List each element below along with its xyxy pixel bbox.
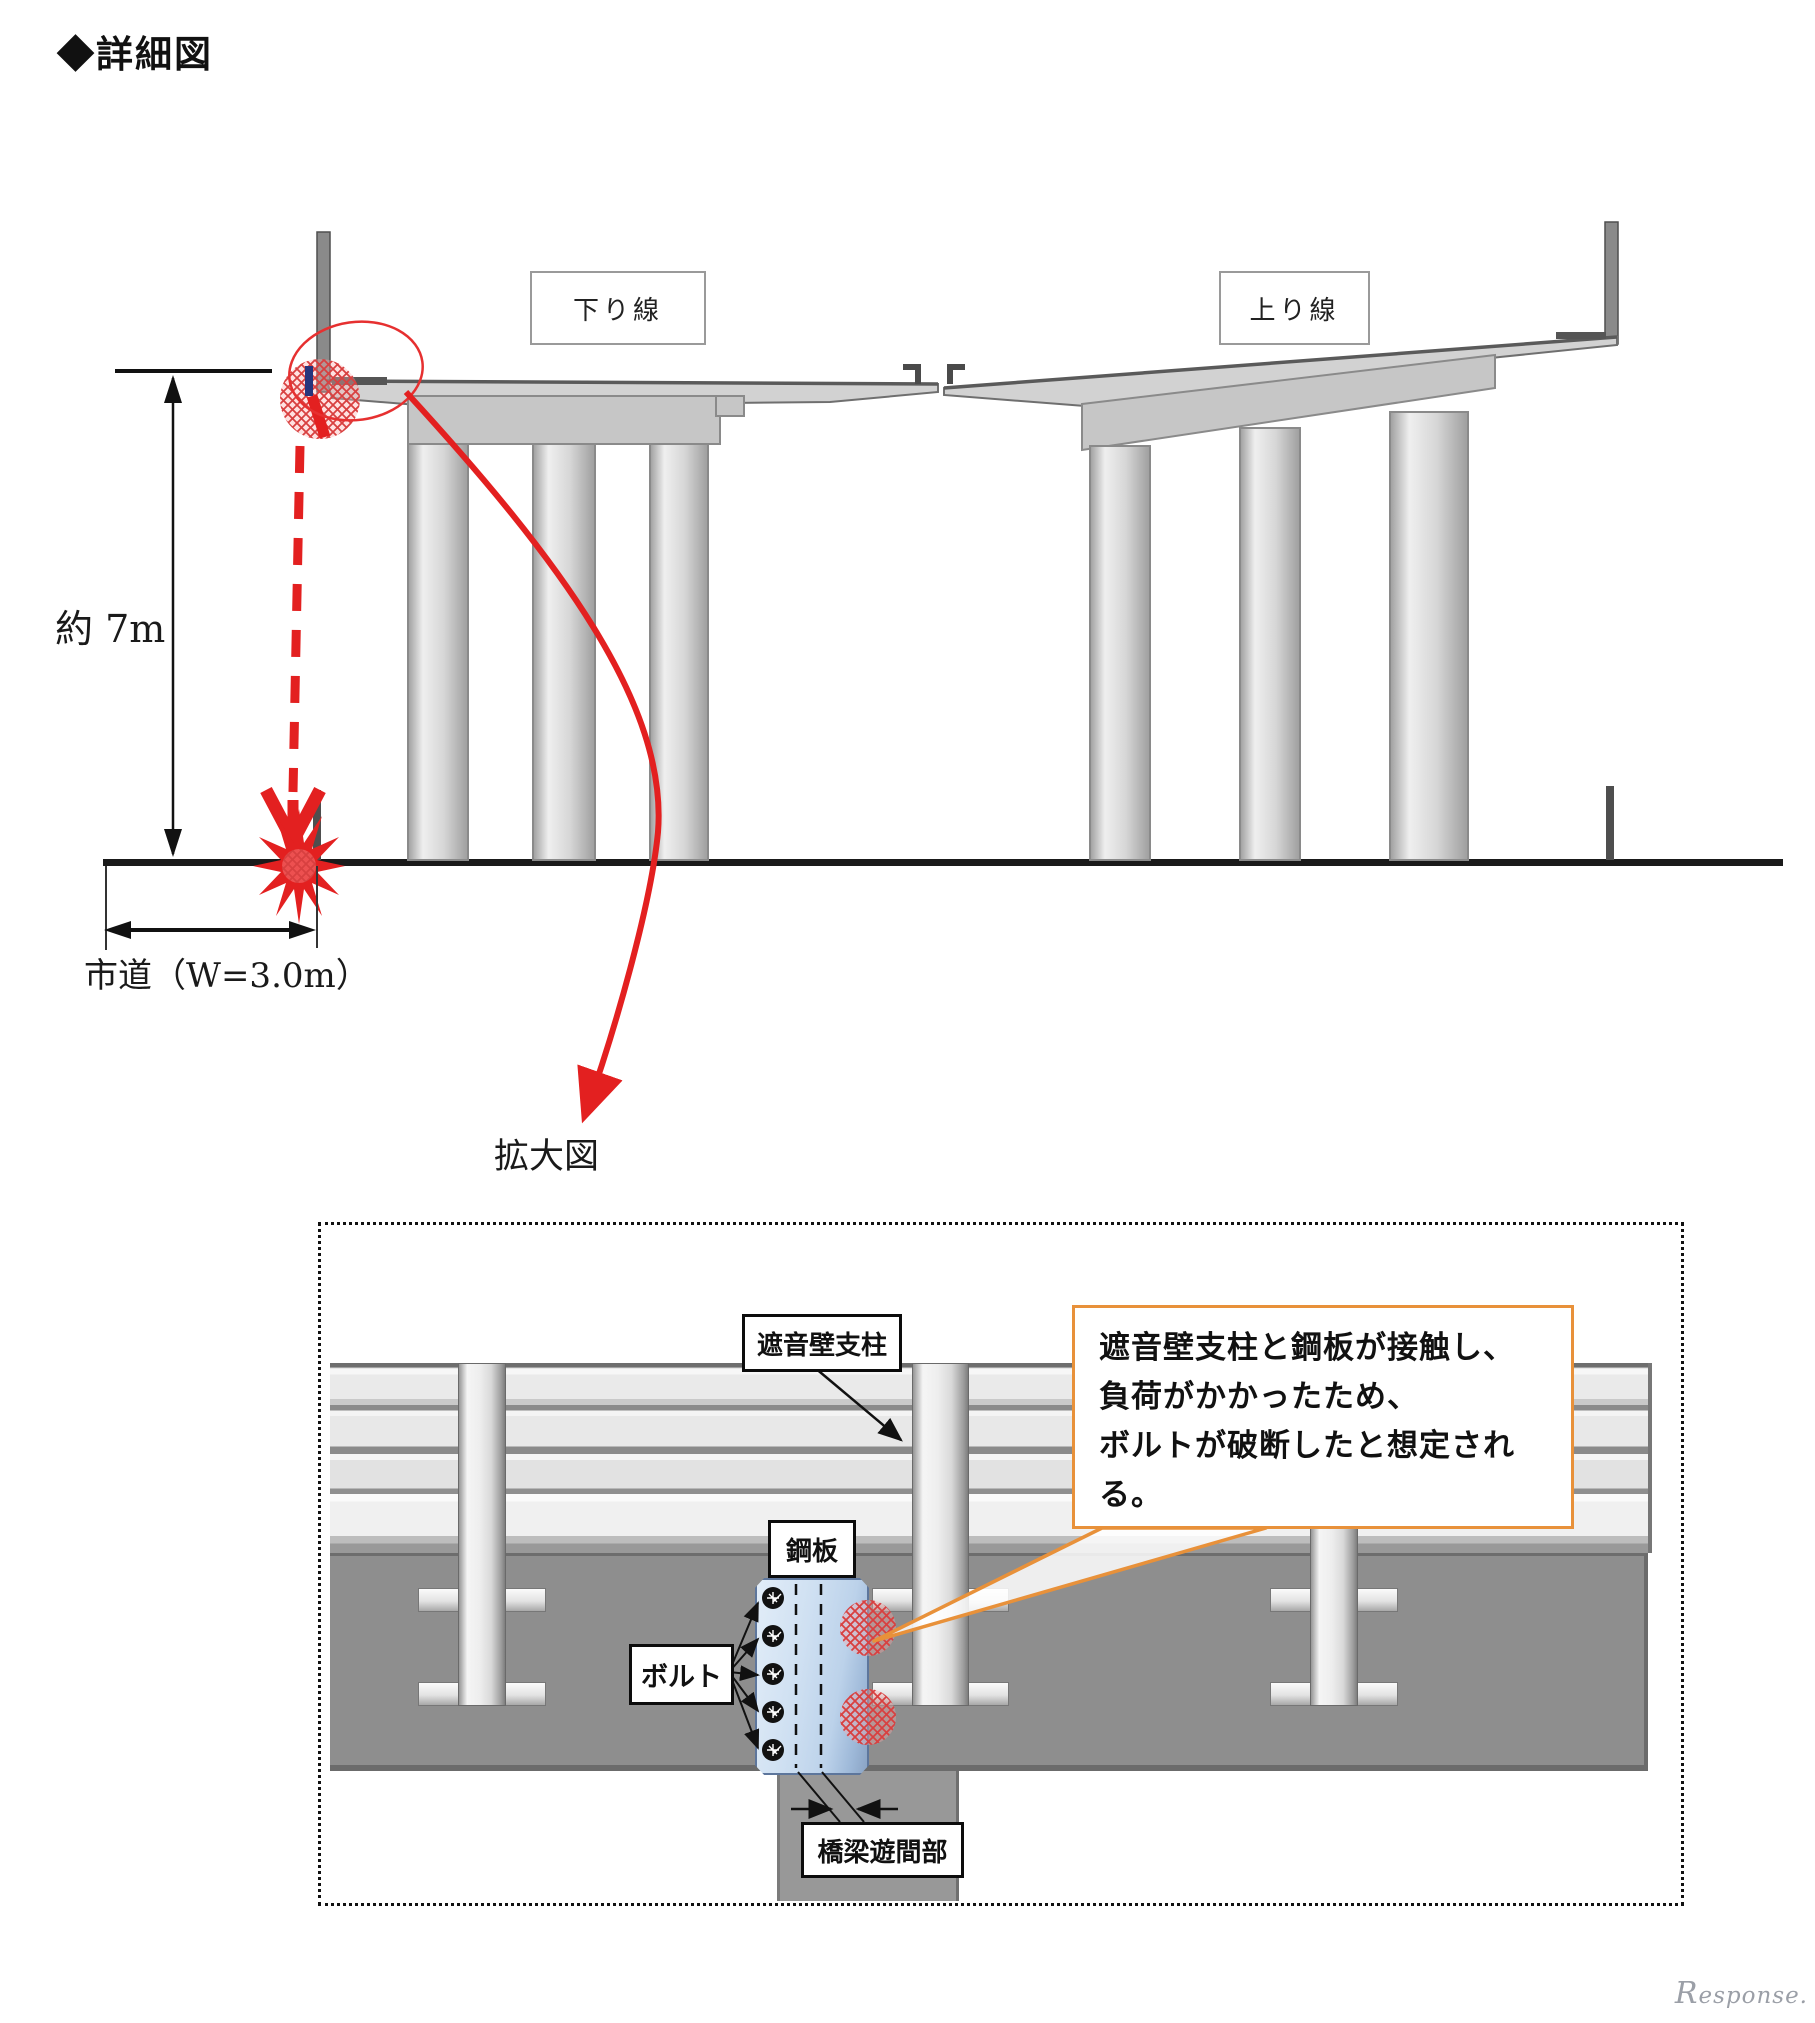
road-arrowhead-right	[289, 921, 316, 939]
up-line-label-box: 上り線	[1219, 271, 1370, 345]
dimension-reference-line	[115, 369, 272, 373]
pier-cap-right	[1081, 353, 1496, 452]
steel-plate-label-box: 鋼板	[768, 1520, 856, 1578]
impact-star	[253, 809, 345, 924]
sound-barrier-post-label-box: 遮音壁支柱	[742, 1314, 902, 1372]
pier-column	[407, 443, 469, 861]
enlarged-caption-text: 拡大図	[494, 1137, 600, 1177]
expansion-bracket	[903, 364, 921, 384]
page-title: ◆詳細図	[57, 34, 213, 75]
sound-barrier-post-label: 遮音壁支柱	[756, 1329, 887, 1360]
bridge-gap-label: 橋梁遊間部	[817, 1836, 948, 1867]
fall-trajectory-dashed-line	[288, 445, 305, 793]
bridge-gap-label-box: 橋梁遊間部	[801, 1822, 964, 1878]
ground-line	[103, 859, 1783, 866]
fall-arrowhead	[260, 786, 326, 855]
bolt-label-box: ボルト	[629, 1644, 734, 1705]
expansion-bracket	[947, 364, 965, 384]
dimension-arrowhead-up	[164, 375, 182, 403]
barrier-pole-left	[316, 231, 331, 393]
watermark: Response.	[1674, 1976, 1808, 2011]
ground-post-left	[313, 790, 321, 860]
bearing-mark	[1556, 332, 1606, 339]
impact-star-center	[282, 849, 316, 883]
callout-line-3: ボルトが破断したと想定される。	[1099, 1427, 1515, 1512]
dimension-arrowhead-down	[164, 829, 182, 857]
road-arrowhead-left	[104, 921, 131, 939]
pier-column	[532, 443, 596, 861]
barrier-pole-right	[1604, 221, 1619, 345]
explanation-callout: 遮音壁支柱と鋼板が接触し、 負荷がかかったため、 ボルトが破断したと想定される。	[1072, 1305, 1574, 1529]
deck-down-line	[325, 379, 939, 408]
pier-column	[1239, 427, 1301, 861]
pier-column	[649, 443, 709, 861]
pier-column	[1089, 445, 1151, 861]
falling-post-mark	[306, 394, 331, 439]
damage-hatch-blob	[280, 359, 360, 439]
pier-cap-left-step	[715, 395, 745, 417]
callout-line-1: 遮音壁支柱と鋼板が接触し、	[1099, 1330, 1515, 1365]
up-line-label: 上り線	[1249, 294, 1340, 325]
detail-figure-border	[318, 1222, 1684, 1906]
pier-cap-left	[407, 395, 721, 445]
steel-plate-label: 鋼板	[785, 1535, 838, 1566]
enlarged-view-leader-curve	[403, 389, 662, 1124]
down-line-label: 下り線	[572, 294, 663, 325]
pier-column	[1389, 411, 1469, 861]
broken-post-mark	[305, 366, 313, 396]
height-dimension-text: 約 7m	[55, 607, 166, 651]
bearing-mark	[332, 377, 387, 385]
deck-up-line	[943, 335, 1618, 408]
down-line-label-box: 下り線	[530, 271, 706, 345]
ground-post-right	[1606, 786, 1614, 860]
sound-barrier-post-left	[458, 1363, 506, 1706]
failure-highlight-ellipse	[288, 320, 424, 422]
deck-top-edge	[326, 379, 939, 386]
callout-line-2: 負荷がかかったため、	[1099, 1378, 1419, 1414]
road-dimension-text: 市道（W=3.0m）	[84, 956, 370, 996]
bolt-label: ボルト	[641, 1662, 722, 1692]
